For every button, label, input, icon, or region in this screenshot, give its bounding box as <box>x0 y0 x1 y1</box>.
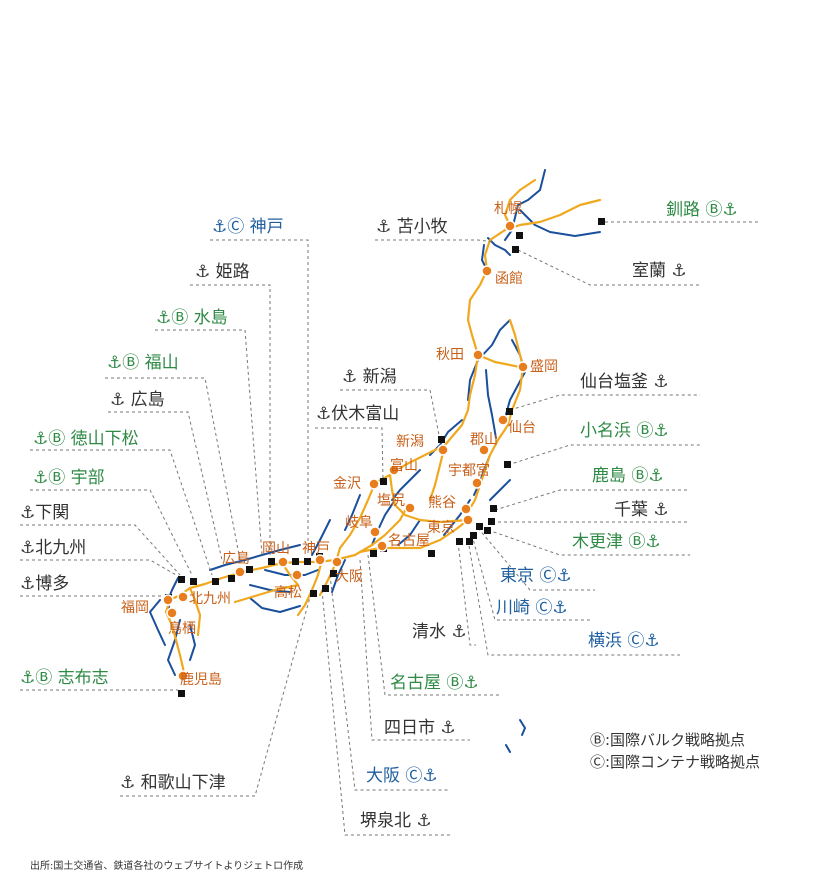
city-tosu: 鳥栖 <box>168 621 196 637</box>
port-label-kobe: ⚓Ⓒ 神戸 <box>212 217 284 237</box>
city-morioka: 盛岡 <box>530 359 558 375</box>
city-okayama: 岡山 <box>262 541 290 557</box>
port-label-shimonoseki: ⚓下関 <box>20 503 69 523</box>
port-label-shimizu: 清水 ⚓ <box>412 622 467 642</box>
city-labels: 札幌 函館 秋田 盛岡 仙台 新潟 郡山 宇都宮 富山 金沢 熊谷 塩尻 東京 … <box>121 201 558 688</box>
port-markers <box>165 218 605 697</box>
legend-bulk: Ⓑ:国際バルク戦略拠点 <box>590 731 745 749</box>
city-nagoya: 名古屋 <box>388 533 430 549</box>
port-label-chiba: 千葉 ⚓ <box>614 500 669 520</box>
port-label-wakayama: ⚓ 和歌山下津 <box>120 773 226 793</box>
source-note: 出所:国土交通省、鉄道各社のウェブサイトよりジェトロ作成 <box>30 859 303 872</box>
port-label-himeji: ⚓ 姫路 <box>195 262 250 282</box>
city-hiroshima: 広島 <box>222 551 250 567</box>
port-label-fushiki: ⚓伏木富山 <box>316 404 399 424</box>
legend: Ⓑ:国際バルク戦略拠点 Ⓒ:国際コンテナ戦略拠点 <box>590 731 760 771</box>
leader-lines <box>20 221 760 836</box>
port-label-tokuyama: ⚓Ⓑ 徳山下松 <box>33 429 139 449</box>
city-osaka: 大阪 <box>335 569 363 585</box>
city-kitakyushu: 北九州 <box>189 591 231 607</box>
city-niigata: 新潟 <box>396 434 424 450</box>
port-labels: ⚓Ⓒ 神戸 ⚓ 姫路 ⚓Ⓑ 水島 ⚓Ⓑ 福山 ⚓ 広島 ⚓Ⓑ 徳山下松 ⚓Ⓑ 宇… <box>20 200 738 831</box>
port-label-niigata: ⚓ 新潟 <box>342 367 397 387</box>
city-tokyo: 東京 <box>427 520 455 536</box>
port-label-mizushima: ⚓Ⓑ 水島 <box>156 308 228 328</box>
city-akita: 秋田 <box>436 347 464 363</box>
city-dots <box>162 220 529 682</box>
port-label-kashima: 鹿島 Ⓑ⚓ <box>592 466 664 486</box>
port-label-nagoya: 名古屋 Ⓑ⚓ <box>390 673 479 693</box>
port-label-kawasaki: 川崎 Ⓒ⚓ <box>496 598 568 618</box>
port-label-sendai: 仙台塩釜 ⚓ <box>580 372 669 392</box>
city-utsunomiya: 宇都宮 <box>448 463 490 479</box>
port-label-onahama: 小名浜 Ⓑ⚓ <box>580 421 669 441</box>
city-shiojiri: 塩尻 <box>377 493 405 509</box>
city-fukuoka: 福岡 <box>121 600 149 616</box>
rivers <box>149 169 601 753</box>
port-label-kushiro: 釧路 Ⓑ⚓ <box>666 200 738 220</box>
city-hakodate: 函館 <box>495 270 523 287</box>
city-takamatsu: 高松 <box>274 584 302 601</box>
port-label-tomakomai: ⚓ 苫小牧 <box>376 217 448 237</box>
port-label-yokohama: 横浜 Ⓒ⚓ <box>588 631 660 651</box>
port-label-yokkaichi: 四日市 ⚓ <box>384 718 456 738</box>
city-toyama: 富山 <box>390 457 418 474</box>
port-label-muroran: 室蘭 ⚓ <box>632 261 687 281</box>
port-label-osaka: 大阪 Ⓒ⚓ <box>366 766 438 786</box>
legend-container: Ⓒ:国際コンテナ戦略拠点 <box>590 753 760 771</box>
city-koriyama: 郡山 <box>470 432 498 448</box>
city-kobe: 神戸 <box>302 541 330 557</box>
city-gifu: 岐阜 <box>345 514 373 531</box>
port-label-sakai: 堺泉北 ⚓ <box>360 811 432 831</box>
port-label-fukuyama: ⚓Ⓑ 福山 <box>107 353 179 373</box>
port-label-hiroshima: ⚓ 広島 <box>110 390 165 410</box>
port-label-hakata: ⚓博多 <box>20 574 69 594</box>
port-label-tokyo: 東京 Ⓒ⚓ <box>500 566 572 586</box>
city-kagoshima: 鹿児島 <box>180 671 222 688</box>
port-label-ube: ⚓Ⓑ 宇部 <box>33 468 105 488</box>
city-kanazawa: 金沢 <box>333 476 361 492</box>
port-label-shibushi: ⚓Ⓑ 志布志 <box>20 668 109 688</box>
city-sapporo: 札幌 <box>494 201 522 217</box>
port-label-kitakyushu: ⚓北九州 <box>20 538 86 558</box>
port-label-kisarazu: 木更津 Ⓑ⚓ <box>572 532 661 552</box>
city-kumagaya: 熊谷 <box>428 495 456 511</box>
city-sendai: 仙台 <box>508 420 536 436</box>
